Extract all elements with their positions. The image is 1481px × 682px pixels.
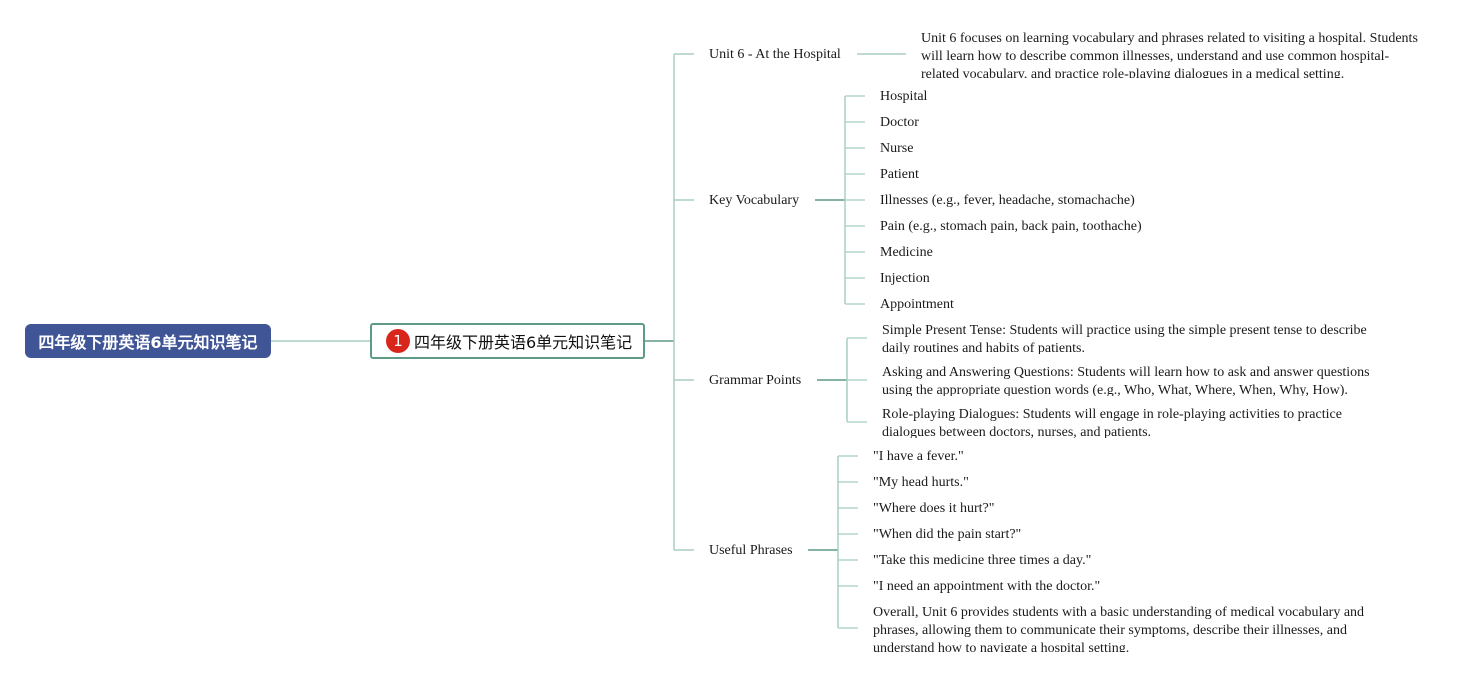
- vocab-item[interactable]: Hospital: [880, 89, 928, 104]
- phrase-item[interactable]: "My head hurts.": [873, 475, 969, 490]
- root-node[interactable]: 四年级下册英语6单元知识笔记: [25, 324, 271, 358]
- grammar-item[interactable]: Role-playing Dialogues: Students will en…: [882, 407, 1342, 438]
- vocab-item[interactable]: Nurse: [880, 141, 914, 156]
- phrase-item[interactable]: "When did the pain start?": [873, 527, 1022, 542]
- grammar-item[interactable]: Asking and Answering Questions: Students…: [882, 365, 1370, 396]
- root-node-label: 四年级下册英语6单元知识笔记: [38, 333, 258, 352]
- phrase-item[interactable]: "I have a fever.": [873, 449, 964, 464]
- phrase-item[interactable]: "I need an appointment with the doctor.": [873, 579, 1101, 594]
- vocab-item[interactable]: Patient: [880, 167, 919, 182]
- vocab-item[interactable]: Doctor: [880, 115, 919, 130]
- central-topic-label: 四年级下册英语6单元知识笔记: [414, 333, 633, 352]
- phrase-item[interactable]: "Take this medicine three times a day.": [873, 553, 1092, 568]
- branch-unit-overview[interactable]: Unit 6 - At the Hospital: [709, 47, 841, 62]
- grammar-item[interactable]: Simple Present Tense: Students will prac…: [882, 323, 1367, 354]
- central-topic[interactable]: 1 四年级下册英语6单元知识笔记: [370, 323, 645, 359]
- vocab-item[interactable]: Medicine: [880, 245, 933, 260]
- priority-1-icon: 1: [386, 329, 410, 353]
- vocab-item[interactable]: Pain (e.g., stomach pain, back pain, too…: [880, 219, 1142, 234]
- vocab-item[interactable]: Injection: [880, 271, 930, 286]
- phrase-summary[interactable]: Overall, Unit 6 provides students with a…: [873, 605, 1365, 652]
- branch-key-vocabulary[interactable]: Key Vocabulary: [709, 193, 800, 208]
- vocab-item[interactable]: Illnesses (e.g., fever, headache, stomac…: [880, 193, 1135, 208]
- phrase-item[interactable]: "Where does it hurt?": [873, 501, 995, 516]
- unit-overview-description[interactable]: Unit 6 focuses on learning vocabulary an…: [921, 31, 1418, 78]
- vocab-item[interactable]: Appointment: [880, 297, 954, 312]
- branch-grammar-points[interactable]: Grammar Points: [709, 373, 802, 388]
- branch-useful-phrases[interactable]: Useful Phrases: [709, 543, 793, 558]
